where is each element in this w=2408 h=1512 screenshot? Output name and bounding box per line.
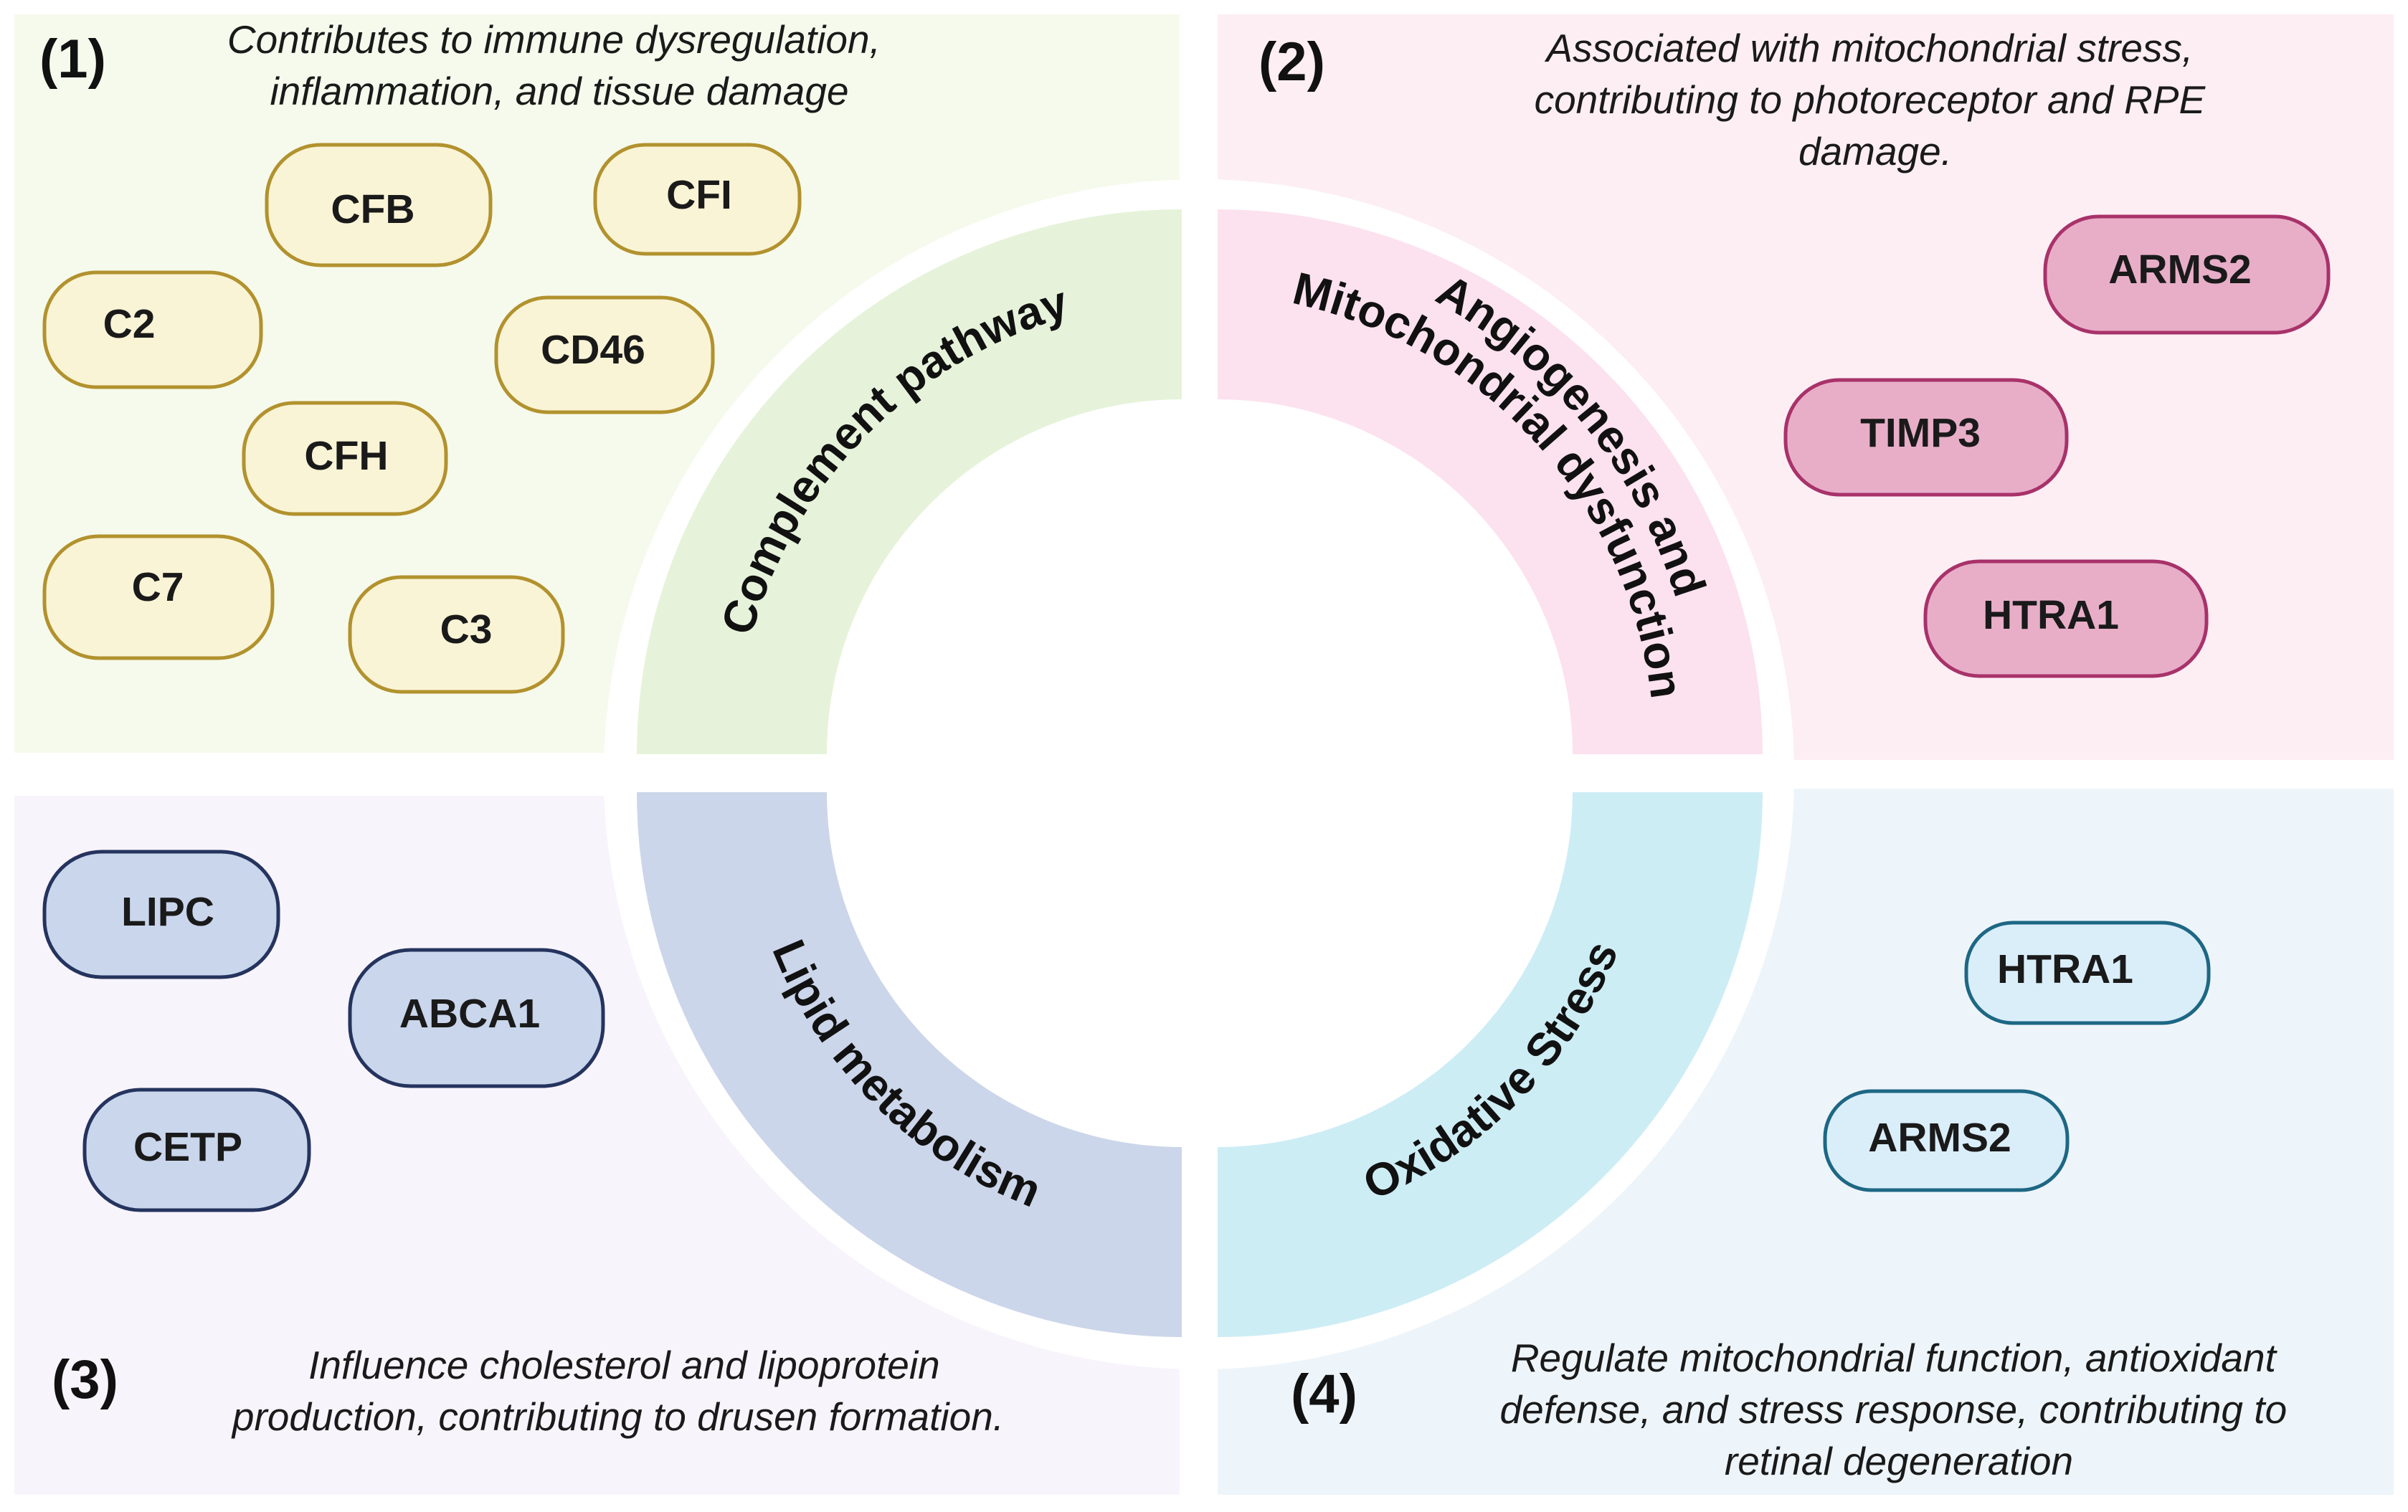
quadrant-3-description: Influence cholesterol and lipoprotein pr… [231, 1343, 1004, 1439]
svg-text:TIMP3: TIMP3 [1860, 410, 1981, 456]
oxidative-stress-sector [1218, 792, 1763, 1337]
svg-text:C3: C3 [440, 607, 493, 652]
svg-text:ARMS2: ARMS2 [2108, 247, 2252, 293]
gene-chip: CFB [265, 143, 493, 267]
angiogenesis-sector [1218, 209, 1763, 754]
quadrant-1-number: (1) [39, 29, 106, 90]
gene-chip: CFI [593, 143, 802, 256]
gene-chip: ARMS2 [1823, 1089, 2070, 1192]
svg-text:ARMS2: ARMS2 [1868, 1115, 2011, 1161]
gene-chip: C3 [348, 575, 565, 694]
gene-chip: CETP [82, 1088, 311, 1212]
gene-chip: HTRA1 [1923, 559, 2209, 678]
svg-text:CFI: CFI [666, 172, 732, 218]
complement-pathway-sector [637, 209, 1182, 754]
quadrant-4-description: Regulate mitochondrial function, antioxi… [1500, 1336, 2298, 1483]
center-disc [604, 179, 1794, 1369]
svg-text:HTRA1: HTRA1 [1983, 592, 2119, 638]
lipid-metabolism-sector [637, 792, 1182, 1337]
quadrant-2-number: (2) [1258, 32, 1325, 92]
gene-chip: C7 [42, 534, 275, 660]
svg-text:LIPC: LIPC [121, 889, 214, 935]
gene-chip: CD46 [494, 295, 715, 414]
svg-text:CFH: CFH [304, 433, 388, 479]
svg-text:CFB: CFB [331, 186, 414, 232]
svg-text:C7: C7 [132, 564, 184, 610]
svg-text:C2: C2 [103, 301, 156, 347]
quadrant-4-number: (4) [1291, 1364, 1357, 1425]
svg-text:HTRA1: HTRA1 [1997, 946, 2133, 992]
quadrant-3-number: (3) [52, 1349, 118, 1410]
quadrant-2-description: Associated with mitochondrial stress, co… [1535, 26, 2217, 173]
svg-text:CD46: CD46 [541, 327, 645, 373]
gene-chip: ABCA1 [348, 948, 605, 1088]
gene-chip: ARMS2 [2043, 214, 2331, 335]
gene-chip: C2 [42, 270, 263, 389]
svg-text:ABCA1: ABCA1 [399, 991, 540, 1037]
quadrant-1-description: Contributes to immune dysregulation, inf… [227, 17, 891, 113]
svg-text:CETP: CETP [133, 1124, 242, 1170]
gene-chip: TIMP3 [1783, 378, 2069, 497]
gene-chip: CFH [242, 401, 448, 516]
gene-chip: LIPC [42, 850, 280, 979]
gene-chip: HTRA1 [1964, 921, 2211, 1025]
